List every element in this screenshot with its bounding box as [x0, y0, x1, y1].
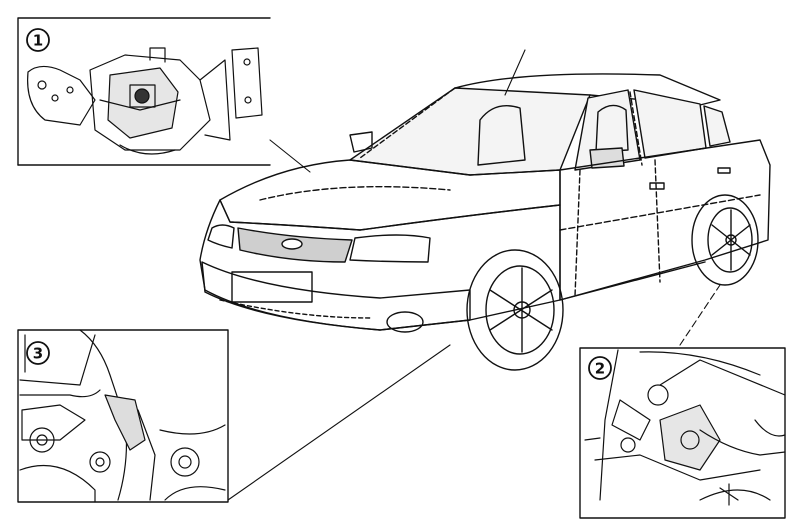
front-wheel-tire: [467, 250, 563, 370]
badge: [282, 239, 302, 249]
callout-1-circle: [27, 29, 49, 51]
door-handle-rear: [718, 168, 730, 173]
leader-roof: [505, 50, 525, 95]
detail-panel-1: 1: [18, 18, 270, 165]
lower-intake: [220, 300, 370, 318]
front-seat-2: [596, 105, 628, 152]
front-wheel-rim: [486, 266, 554, 354]
detail-panel-2: 2: [580, 348, 785, 518]
rear-wheel-rim: [708, 208, 752, 272]
leader-2: [680, 285, 720, 345]
hood-crease: [260, 187, 450, 200]
b-pillar: [630, 92, 642, 165]
side-mirror: [590, 148, 624, 168]
callout-2-circle: [589, 357, 611, 379]
bumper: [202, 262, 470, 330]
roof: [455, 74, 720, 105]
rear-wheel-spokes: [712, 210, 750, 270]
door-line-rear: [655, 160, 660, 282]
a-pillar: [360, 88, 455, 158]
side-crease: [560, 195, 760, 230]
quarter-window: [704, 106, 730, 146]
license-plate: [232, 272, 312, 302]
callout-2-number: 2: [595, 360, 605, 378]
front-wheel-spokes: [490, 268, 552, 352]
front-face: [200, 200, 560, 330]
panel-3-frame: [18, 330, 228, 502]
leader-3: [228, 345, 450, 500]
leader-lines: [228, 50, 720, 500]
windshield: [350, 88, 590, 175]
panel-1-frame: [18, 18, 270, 165]
sedan-car-icon: [200, 74, 770, 370]
detail-panel-3: 3: [18, 330, 228, 502]
leader-1: [270, 140, 310, 172]
door-handle-front: [650, 183, 664, 189]
sill: [560, 262, 705, 300]
rear-side-window: [634, 90, 706, 158]
hood-latch-icon: [28, 48, 262, 154]
headlight-right: [350, 235, 430, 262]
rear-wheel-tire: [692, 195, 758, 285]
callout-3-number: 3: [33, 345, 43, 363]
fog-light: [387, 312, 423, 332]
rear-wheel-sensor-icon: [585, 350, 785, 505]
headlight-left: [208, 225, 234, 248]
callout-1-number: 1: [33, 32, 43, 50]
front-wheel-sensor-icon: [20, 330, 225, 502]
panel-2-frame: [580, 348, 785, 518]
left-mirror: [350, 132, 372, 152]
callout-3-circle: [27, 342, 49, 364]
door-line-front: [575, 170, 580, 296]
front-seat: [478, 106, 525, 165]
